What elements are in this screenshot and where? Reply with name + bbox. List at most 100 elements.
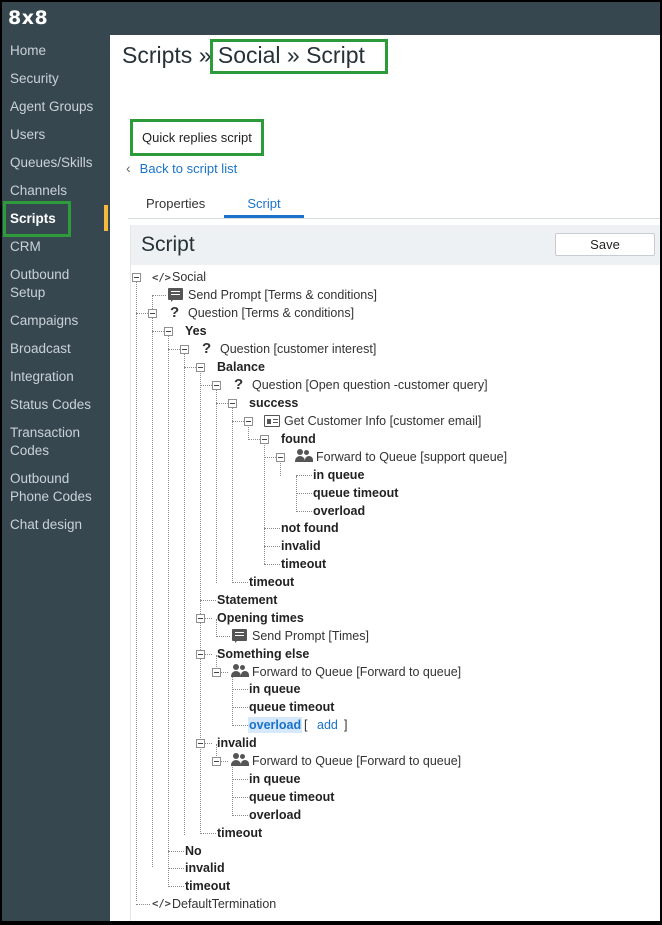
- tree-connector: [200, 385, 212, 386]
- sidebar-item-crm[interactable]: CRM: [10, 239, 41, 254]
- tree-connector: [200, 654, 212, 655]
- tree-node[interactable]: invalid: [217, 736, 257, 750]
- tree-node[interactable]: Send Prompt [Times]: [252, 629, 369, 643]
- tree-node[interactable]: success: [249, 396, 299, 410]
- tree-connector: [152, 295, 166, 296]
- breadcrumb-scripts[interactable]: Scripts: [122, 42, 193, 68]
- tab-script[interactable]: Script: [247, 196, 281, 211]
- collapse-toggle[interactable]: [164, 327, 173, 336]
- logo: 8x8: [8, 7, 49, 29]
- tree-connector: [216, 403, 228, 404]
- add-bracket-open: [: [304, 718, 308, 732]
- tree-node[interactable]: Get Customer Info [customer email]: [284, 414, 482, 428]
- collapse-toggle[interactable]: [196, 650, 205, 659]
- sidebar-item-agent-groups[interactable]: Agent Groups: [10, 99, 94, 114]
- sidebar-item-users[interactable]: Users: [10, 127, 46, 142]
- sidebar-item-home[interactable]: Home: [10, 43, 47, 58]
- tree-connector: [200, 743, 212, 744]
- add-link[interactable]: add: [317, 718, 338, 732]
- tree-connector: [216, 636, 230, 637]
- collapse-toggle[interactable]: [196, 614, 205, 623]
- tree-guide: [216, 386, 217, 583]
- sidebar-item-scripts[interactable]: Scripts: [10, 211, 56, 226]
- tree-node[interactable]: Question [customer interest]: [220, 342, 377, 356]
- tree-node[interactable]: found: [281, 432, 316, 446]
- tree-connector: [168, 349, 180, 350]
- tree-node[interactable]: Statement: [217, 593, 278, 607]
- tree-node[interactable]: Send Prompt [Terms & conditions]: [188, 288, 377, 302]
- sidebar-item-outbound-phone-codes[interactable]: Outbound Phone Codes: [10, 471, 92, 504]
- tree-node[interactable]: queue timeout: [249, 790, 335, 804]
- tree-node[interactable]: Forward to Queue [Forward to queue]: [252, 665, 462, 679]
- collapse-toggle[interactable]: [132, 273, 141, 282]
- tree-node[interactable]: invalid: [185, 861, 225, 875]
- collapse-toggle[interactable]: [212, 668, 221, 677]
- collapse-toggle[interactable]: [244, 417, 253, 426]
- collapse-toggle[interactable]: [260, 435, 269, 444]
- sidebar-item-broadcast[interactable]: Broadcast: [10, 341, 71, 356]
- code-icon: </>: [152, 272, 171, 284]
- tree-guide: [216, 744, 217, 762]
- tree-node-selected[interactable]: overload: [248, 717, 303, 733]
- tree-node[interactable]: overload: [249, 808, 302, 822]
- sidebar-item-queues-skills[interactable]: Queues/Skills: [10, 155, 93, 170]
- tree-guide: [296, 476, 297, 512]
- tree-node[interactable]: DefaultTermination: [172, 897, 277, 911]
- tree-node[interactable]: Forward to Queue [Forward to queue]: [252, 754, 462, 768]
- tree-node[interactable]: in queue: [249, 682, 301, 696]
- tree-connector: [264, 528, 280, 529]
- collapse-toggle[interactable]: [180, 345, 189, 354]
- tree-node[interactable]: overload: [313, 504, 366, 518]
- collapse-toggle[interactable]: [196, 363, 205, 372]
- collapse-toggle[interactable]: [212, 381, 221, 390]
- add-bracket-close: ]: [344, 718, 348, 732]
- back-to-script-list-link[interactable]: ‹Back to script list: [126, 160, 237, 176]
- tree-connector: [136, 313, 148, 314]
- tree-connector: [296, 475, 312, 476]
- tree-node[interactable]: Question [Terms & conditions]: [188, 306, 355, 320]
- question-icon: ?: [170, 304, 180, 321]
- collapse-toggle[interactable]: [276, 453, 285, 462]
- sidebar-item-status-codes[interactable]: Status Codes: [10, 397, 92, 412]
- panel-header: Script Save: [131, 225, 660, 265]
- sidebar-item-transaction-codes[interactable]: Transaction Codes: [10, 425, 81, 458]
- tree-node[interactable]: invalid: [281, 539, 321, 553]
- collapse-toggle[interactable]: [212, 757, 221, 766]
- tree-guide: [280, 458, 281, 476]
- sidebar-item-integration[interactable]: Integration: [10, 369, 74, 384]
- tree-node[interactable]: timeout: [217, 826, 263, 840]
- tree-node[interactable]: Something else: [217, 647, 310, 661]
- sidebar-item-security[interactable]: Security: [10, 71, 59, 86]
- tree-node[interactable]: timeout: [185, 879, 231, 893]
- tree-node[interactable]: Social: [172, 270, 207, 284]
- tree-connector: [248, 439, 260, 440]
- tree-node[interactable]: Question [Open question -customer query]: [252, 378, 488, 392]
- people-icon: [231, 753, 249, 767]
- sidebar-item-outbound-setup[interactable]: Outbound Setup: [10, 267, 70, 300]
- tree-node[interactable]: Balance: [217, 360, 265, 374]
- tab-properties[interactable]: Properties: [146, 196, 206, 211]
- tree-connector: [216, 672, 228, 673]
- collapse-toggle[interactable]: [148, 309, 157, 318]
- tree-guide: [248, 422, 249, 440]
- tree-node[interactable]: Forward to Queue [support queue]: [316, 450, 508, 464]
- tree-node[interactable]: timeout: [281, 557, 327, 571]
- tree-node[interactable]: Opening times: [217, 611, 304, 625]
- tree-node[interactable]: queue timeout: [249, 700, 335, 714]
- tree-node[interactable]: Yes: [185, 324, 207, 338]
- question-icon: ?: [202, 340, 212, 357]
- save-button[interactable]: Save: [555, 233, 655, 256]
- sidebar-item-channels[interactable]: Channels: [10, 183, 68, 198]
- tree-node[interactable]: not found: [281, 521, 339, 535]
- tree-node[interactable]: timeout: [249, 575, 295, 589]
- tree-node[interactable]: in queue: [313, 468, 365, 482]
- collapse-toggle[interactable]: [228, 399, 237, 408]
- tree-node[interactable]: in queue: [249, 772, 301, 786]
- tree-guide: [200, 368, 201, 834]
- tree-node[interactable]: queue timeout: [313, 486, 399, 500]
- collapse-toggle[interactable]: [196, 739, 205, 748]
- tree-node[interactable]: No: [185, 844, 202, 858]
- sidebar-item-campaigns[interactable]: Campaigns: [10, 313, 79, 328]
- tree-connector: [296, 493, 312, 494]
- sidebar-item-chat-design[interactable]: Chat design: [10, 517, 83, 532]
